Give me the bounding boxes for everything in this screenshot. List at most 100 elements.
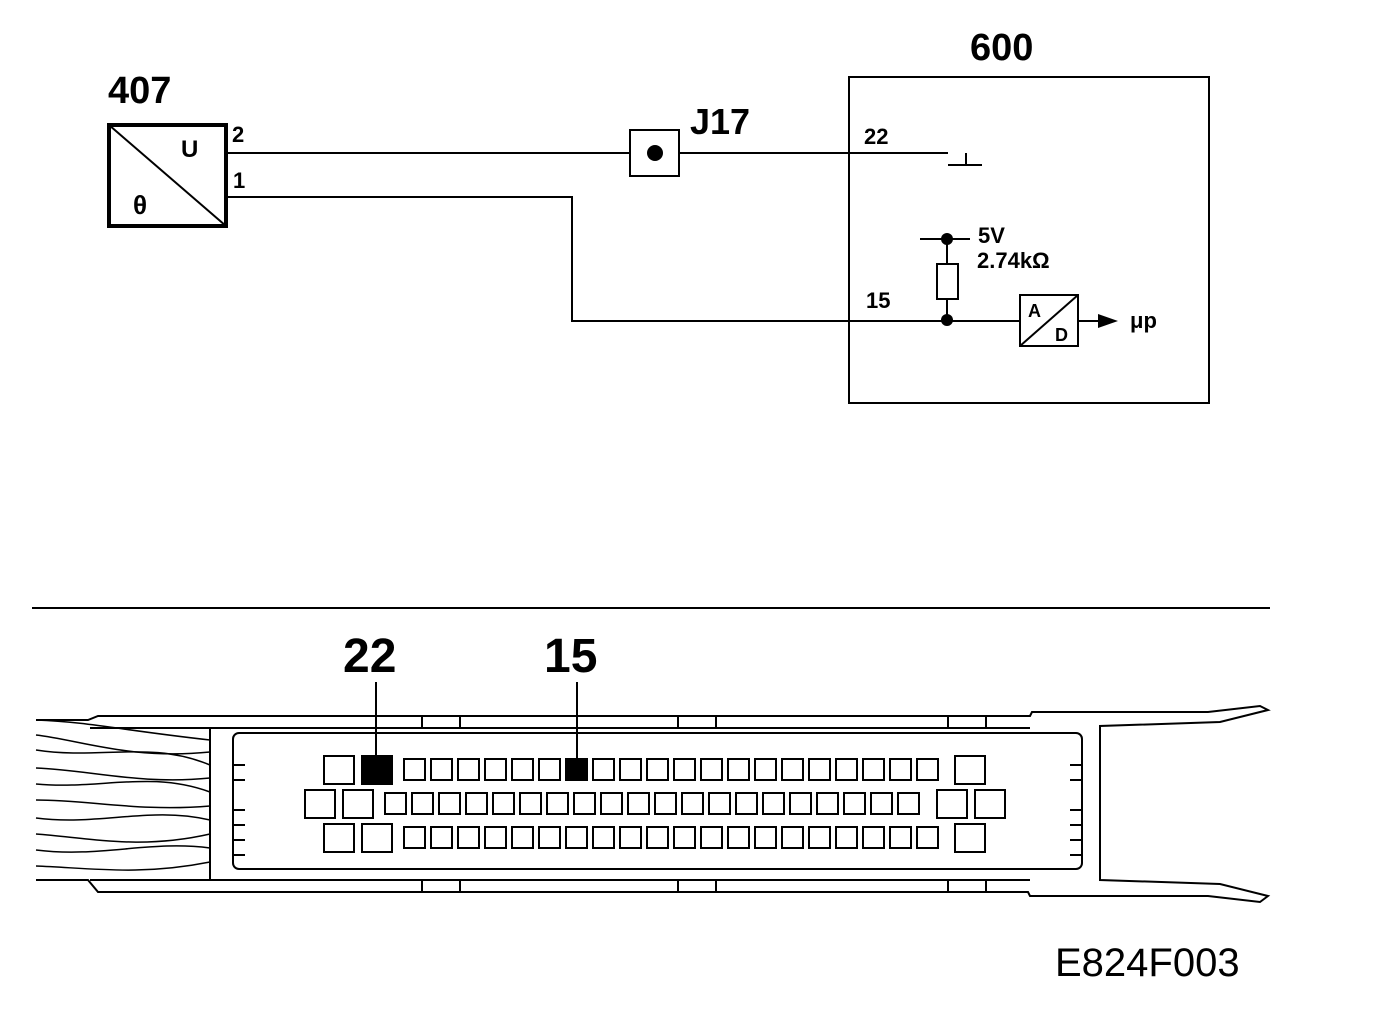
small-pin	[808, 758, 831, 781]
small-pin	[700, 826, 723, 849]
small-pin	[519, 792, 542, 815]
small-pin	[862, 758, 885, 781]
connector-housing	[36, 704, 1271, 904]
large-pin	[954, 755, 986, 785]
small-pin	[727, 826, 750, 849]
small-pin	[735, 792, 758, 815]
small-pin	[789, 792, 812, 815]
junction-j17-dot	[647, 145, 663, 161]
small-pin	[592, 758, 615, 781]
connector-pins	[304, 755, 1006, 853]
adc-diagonal	[1019, 294, 1079, 347]
ecu-id-label: 600	[970, 27, 1033, 69]
resistor-symbol	[936, 263, 959, 300]
small-pin	[565, 758, 588, 781]
small-pin	[835, 826, 858, 849]
adc-d-label: D	[1055, 325, 1068, 345]
small-pin	[916, 758, 939, 781]
small-pin	[438, 792, 461, 815]
small-pin	[592, 826, 615, 849]
small-pin	[681, 792, 704, 815]
small-pin	[565, 826, 588, 849]
small-pin	[754, 826, 777, 849]
small-pin	[862, 826, 885, 849]
wire-harness	[35, 719, 211, 871]
small-pin	[781, 826, 804, 849]
small-pin	[708, 792, 731, 815]
small-pin	[781, 758, 804, 781]
small-pin	[538, 758, 561, 781]
callout-22-label: 22	[343, 630, 396, 683]
figure-code: E824F003	[1055, 941, 1240, 985]
small-pin	[511, 758, 534, 781]
small-pin	[457, 826, 480, 849]
large-pin	[304, 789, 336, 819]
large-pin	[361, 823, 393, 853]
small-pin	[457, 758, 480, 781]
small-pin	[484, 826, 507, 849]
sensor-pin-2-label: 2	[232, 122, 244, 147]
supply-voltage-label: 5V	[978, 223, 1005, 248]
small-pin	[627, 792, 650, 815]
small-pin	[816, 792, 839, 815]
large-pin	[342, 789, 374, 819]
ecu-pin-22-label: 22	[864, 124, 888, 149]
sensor-pin-1-label: 1	[233, 168, 245, 193]
large-pin	[323, 755, 355, 785]
small-pin	[916, 826, 939, 849]
small-pin	[411, 792, 434, 815]
adc-output-arrow	[1098, 314, 1118, 328]
large-pin	[323, 823, 355, 853]
sensor-diagonal	[108, 124, 227, 227]
small-pin	[403, 758, 426, 781]
small-pin	[384, 792, 407, 815]
small-pin	[654, 792, 677, 815]
small-pin	[843, 792, 866, 815]
small-pin	[430, 826, 453, 849]
large-pin	[974, 789, 1006, 819]
small-pin	[762, 792, 785, 815]
resistor-value-label: 2.74kΩ	[977, 248, 1050, 273]
small-pin	[889, 758, 912, 781]
small-pin	[754, 758, 777, 781]
small-pin	[619, 826, 642, 849]
small-pin	[646, 826, 669, 849]
small-pin	[700, 758, 723, 781]
junction-j17-label: J17	[690, 101, 750, 142]
small-pin	[465, 792, 488, 815]
sensor-symbol-theta: θ	[133, 190, 147, 220]
callout-15-label: 15	[544, 630, 597, 683]
small-pin	[646, 758, 669, 781]
small-pin	[835, 758, 858, 781]
small-pin	[600, 792, 623, 815]
large-pin-22	[361, 755, 393, 785]
small-pin	[673, 758, 696, 781]
microprocessor-label: μp	[1130, 308, 1157, 333]
small-pin	[727, 758, 750, 781]
small-pin	[403, 826, 426, 849]
small-pin	[511, 826, 534, 849]
wire-pin1-to-pin15	[226, 196, 1020, 322]
small-pin	[430, 758, 453, 781]
face-left-slots	[233, 764, 245, 856]
large-pin	[954, 823, 986, 853]
small-pin	[619, 758, 642, 781]
sensor-symbol-u: U	[181, 136, 198, 163]
small-pin	[538, 826, 561, 849]
small-pin	[673, 826, 696, 849]
connector-face	[232, 732, 1083, 870]
small-pin	[889, 826, 912, 849]
sensor-id-label: 407	[108, 70, 171, 112]
adc-a-label: A	[1028, 301, 1041, 321]
input-node	[941, 314, 953, 326]
large-pin	[936, 789, 968, 819]
small-pin	[484, 758, 507, 781]
small-pin	[870, 792, 893, 815]
small-pin	[573, 792, 596, 815]
small-pin	[897, 792, 920, 815]
face-right-slots	[1070, 764, 1082, 856]
ecu-pin-15-label: 15	[866, 288, 890, 313]
small-pin	[808, 826, 831, 849]
small-pin	[492, 792, 515, 815]
